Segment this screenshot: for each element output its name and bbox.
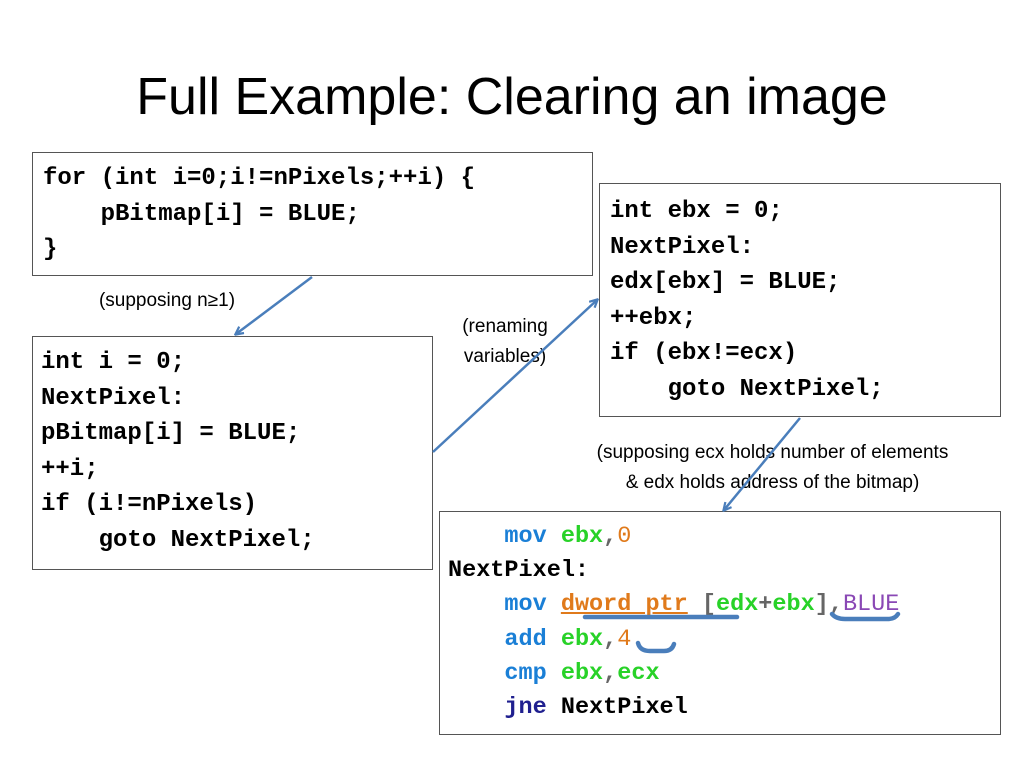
asm-register: ecx xyxy=(617,659,660,687)
indent xyxy=(448,626,504,653)
code-line: int i = 0; xyxy=(41,349,186,376)
renamed-variables-code-box: int ebx = 0; NextPixel: edx[ebx] = BLUE; ++… xyxy=(599,183,1001,417)
asm-register: ebx xyxy=(560,523,604,550)
asm-line-jne: jne NextPixel xyxy=(448,691,1000,725)
code-line: NextPixel: xyxy=(610,233,755,261)
asm-bracket: ] xyxy=(814,591,829,619)
asm-line-mov-store: mov dword ptr [edx+ebx],BLUE xyxy=(448,588,1000,622)
asm-plus: + xyxy=(758,591,773,619)
asm-mnemonic: mov xyxy=(504,523,547,550)
note-renaming-line1: (renaming xyxy=(462,316,548,337)
code-line: } xyxy=(43,236,58,263)
note-supposing-ecx-line1: (supposing ecx holds number of elements xyxy=(596,442,949,463)
code-line: goto NextPixel; xyxy=(610,375,884,403)
code-line: if (ebx!=ecx) xyxy=(610,340,798,367)
note-renaming-line2: variables) xyxy=(463,346,547,367)
asm-comma: , xyxy=(603,625,618,653)
note-supposing-n: (supposing n≥1) xyxy=(98,290,236,311)
asm-register: ebx xyxy=(560,659,604,687)
asm-immediate: 0 xyxy=(617,523,632,550)
indent xyxy=(448,523,504,550)
asm-label: NextPixel: xyxy=(448,557,590,585)
asm-mnemonic: jne xyxy=(504,694,547,722)
asm-register: edx xyxy=(715,591,759,619)
indent xyxy=(448,694,504,721)
asm-line-add: add ebx,4 xyxy=(448,623,1000,657)
slide-title: Full Example: Clearing an image xyxy=(136,68,888,126)
asm-register: ebx xyxy=(772,591,815,619)
asm-bracket: [ xyxy=(701,591,716,619)
code-line: NextPixel: xyxy=(41,384,186,412)
goto-version-code-box: int i = 0; NextPixel: pBitmap[i] = BLUE; ++… xyxy=(32,336,433,570)
asm-comma: , xyxy=(603,659,618,687)
code-line: ++i; xyxy=(41,455,99,483)
asm-size-specifier: dword ptr xyxy=(560,591,688,619)
code-line: goto NextPixel; xyxy=(41,526,315,554)
code-line: for (int i=0;i!=nPixels;++i) { xyxy=(43,165,476,192)
asm-immediate: 4 xyxy=(617,625,632,653)
asm-mnemonic: cmp xyxy=(504,659,547,687)
asm-line-cmp: cmp ebx,ecx xyxy=(448,657,1000,691)
asm-line-mov-init: mov ebx,0 xyxy=(448,520,1000,554)
asm-mnemonic: add xyxy=(504,625,547,653)
code-line: int ebx = 0; xyxy=(610,198,783,225)
asm-mnemonic: mov xyxy=(504,591,547,619)
code-line: if (i!=nPixels) xyxy=(41,491,258,518)
asm-comma: , xyxy=(603,523,618,550)
c-for-loop-code-box: for (int i=0;i!=nPixels;++i) { pBitmap[i… xyxy=(32,152,593,276)
indent xyxy=(448,660,504,687)
asm-register: ebx xyxy=(560,625,604,653)
code-line: ++ebx; xyxy=(610,304,697,332)
indent xyxy=(448,591,504,618)
code-line: edx[ebx] = BLUE; xyxy=(610,269,841,296)
note-supposing-ecx-line2: & edx holds address of the bitmap) xyxy=(625,472,920,493)
asm-jump-target: NextPixel xyxy=(560,694,688,722)
code-line: pBitmap[i] = BLUE; xyxy=(43,200,360,228)
asm-constant: BLUE xyxy=(842,591,900,619)
asm-comma: , xyxy=(828,591,843,619)
code-line: pBitmap[i] = BLUE; xyxy=(41,420,301,447)
